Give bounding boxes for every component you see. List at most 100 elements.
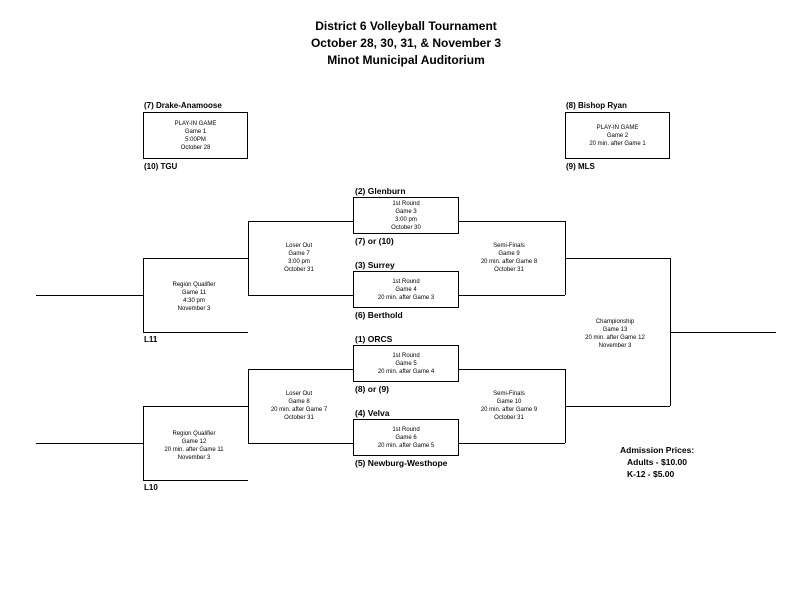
bracket-line <box>248 221 249 295</box>
game-line: Game 6 <box>395 434 417 441</box>
bracket-line <box>459 443 565 444</box>
game-line: Semi-Finals <box>493 391 525 397</box>
playin-right-bottom-team: (9) MLS <box>566 162 595 171</box>
bracket-line <box>565 406 670 407</box>
game-line: Loser Out <box>285 391 313 397</box>
game-line: 20 min. after Game 4 <box>377 368 435 375</box>
game-line: PLAY-IN GAME <box>174 120 217 127</box>
game-line: Game 13 <box>602 327 628 333</box>
game-line: October 28 <box>180 144 211 151</box>
game-line: 1st Round <box>392 200 420 207</box>
admission-title: Admission Prices: <box>620 445 695 455</box>
bracket-line <box>459 369 565 370</box>
game-line: 20 min. after Game 1 <box>589 140 646 147</box>
game-line: Semi-Finals <box>493 243 525 249</box>
bracket-line <box>248 295 353 296</box>
loser-game-10-label: L10 <box>144 483 158 492</box>
bracket-line <box>143 406 248 407</box>
game-9-label: Semi-Finals Game 9 20 min. after Game 8 … <box>449 242 569 274</box>
team-glenburn: (2) Glenburn <box>355 186 406 196</box>
game-line: Game 8 <box>288 399 310 405</box>
region-qualifier-line <box>36 295 143 296</box>
game-line: November 3 <box>177 306 211 312</box>
game-6-box: 1st Round Game 6 20 min. after Game 5 <box>353 419 459 456</box>
bracket-line <box>248 369 353 370</box>
bracket-line <box>459 221 565 222</box>
game-line: Game 10 <box>496 399 522 405</box>
game-line: 20 min. after Game 5 <box>377 442 435 449</box>
bracket-line <box>248 369 249 443</box>
game-11-label: Region Qualifier Game 11 4:30 pm Novembe… <box>134 281 254 313</box>
game-line: October 30 <box>391 224 421 231</box>
region-qualifier-line <box>36 443 143 444</box>
bracket-line <box>143 258 248 259</box>
game-line: Game 1 <box>184 128 207 135</box>
playin-game-2-box: PLAY-IN GAME Game 2 20 min. after Game 1 <box>565 112 670 159</box>
bracket-line <box>143 406 144 480</box>
game-line: Game 7 <box>288 251 310 257</box>
bracket-line <box>143 332 248 333</box>
team-7-or-10: (7) or (10) <box>355 236 394 246</box>
game-line: 20 min. after Game 7 <box>270 407 328 413</box>
team-berthold: (6) Berthold <box>355 310 403 320</box>
game-10-label: Semi-Finals Game 10 20 min. after Game 9… <box>449 390 569 422</box>
game-5-box: 1st Round Game 5 20 min. after Game 4 <box>353 345 459 382</box>
game-line: Loser Out <box>285 243 313 249</box>
game-line: Game 5 <box>395 360 417 367</box>
playin-left-bottom-team: (10) TGU <box>144 162 178 171</box>
team-newburg-westhope: (5) Newburg-Westhope <box>355 458 448 468</box>
game-13-label: Championship Game 13 20 min. after Game … <box>555 318 675 350</box>
playin-left-top-team: (7) Drake-Anamoose <box>144 101 222 110</box>
bracket-line <box>143 258 144 332</box>
bracket-line <box>248 443 353 444</box>
team-8-or-9: (8) or (9) <box>355 384 389 394</box>
game-4-box: 1st Round Game 4 20 min. after Game 3 <box>353 271 459 308</box>
game-line: Game 4 <box>395 286 417 293</box>
tournament-venue: Minot Municipal Auditorium <box>327 53 485 67</box>
loser-game-11-label: L11 <box>144 335 158 344</box>
game-line: Game 12 <box>181 439 207 445</box>
game-line: October 31 <box>494 267 524 273</box>
game-line: November 3 <box>177 455 211 461</box>
admission-k12: K-12 - $5.00 <box>627 469 675 479</box>
game-line: Game 3 <box>395 208 417 215</box>
game-7-label: Loser Out Game 7 3:00 pm October 31 <box>239 242 359 274</box>
game-line: Region Qualifier <box>172 282 216 288</box>
bracket-line <box>143 480 248 481</box>
team-velva: (4) Velva <box>355 408 390 418</box>
game-line: 20 min. after Game 9 <box>480 407 538 413</box>
game-line: 3:00 pm <box>395 216 417 223</box>
game-8-label: Loser Out Game 8 20 min. after Game 7 Oc… <box>239 390 359 422</box>
game-line: 3:00 pm <box>288 259 310 265</box>
game-line: October 31 <box>284 267 314 273</box>
game-line: October 31 <box>494 415 524 421</box>
bracket-line <box>565 258 670 259</box>
game-line: 20 min. after Game 3 <box>377 294 435 301</box>
game-line: Championship <box>595 319 635 325</box>
bracket-line <box>248 221 353 222</box>
game-12-label: Region Qualifier Game 12 20 min. after G… <box>134 430 254 462</box>
champion-line <box>670 332 776 333</box>
game-line: Game 2 <box>606 132 629 139</box>
game-line: Game 9 <box>498 251 520 257</box>
tournament-title: District 6 Volleyball Tournament <box>315 19 497 33</box>
bracket-line <box>459 295 565 296</box>
game-line: 1st Round <box>392 352 420 359</box>
game-line: 20 min. after Game 12 <box>585 335 645 341</box>
game-line: October 31 <box>284 415 314 421</box>
game-line: PLAY-IN GAME <box>596 124 639 131</box>
playin-game-1-box: PLAY-IN GAME Game 1 5:00PM October 28 <box>143 112 248 159</box>
game-3-box: 1st Round Game 3 3:00 pm October 30 <box>353 197 459 234</box>
game-line: 5:00PM <box>185 136 206 143</box>
game-line: Game 11 <box>181 290 207 296</box>
team-surrey: (3) Surrey <box>355 260 395 270</box>
playin-right-top-team: (8) Bishop Ryan <box>566 101 627 110</box>
game-line: 1st Round <box>392 278 420 285</box>
admission-adults: Adults - $10.00 <box>627 457 687 467</box>
game-line: November 3 <box>598 343 632 349</box>
game-line: 20 min. after Game 11 <box>164 447 224 453</box>
game-line: 4:30 pm <box>183 298 205 304</box>
tournament-dates: October 28, 30, 31, & November 3 <box>310 36 502 50</box>
team-orcs: (1) ORCS <box>355 334 393 344</box>
game-line: 20 min. after Game 8 <box>480 259 538 265</box>
